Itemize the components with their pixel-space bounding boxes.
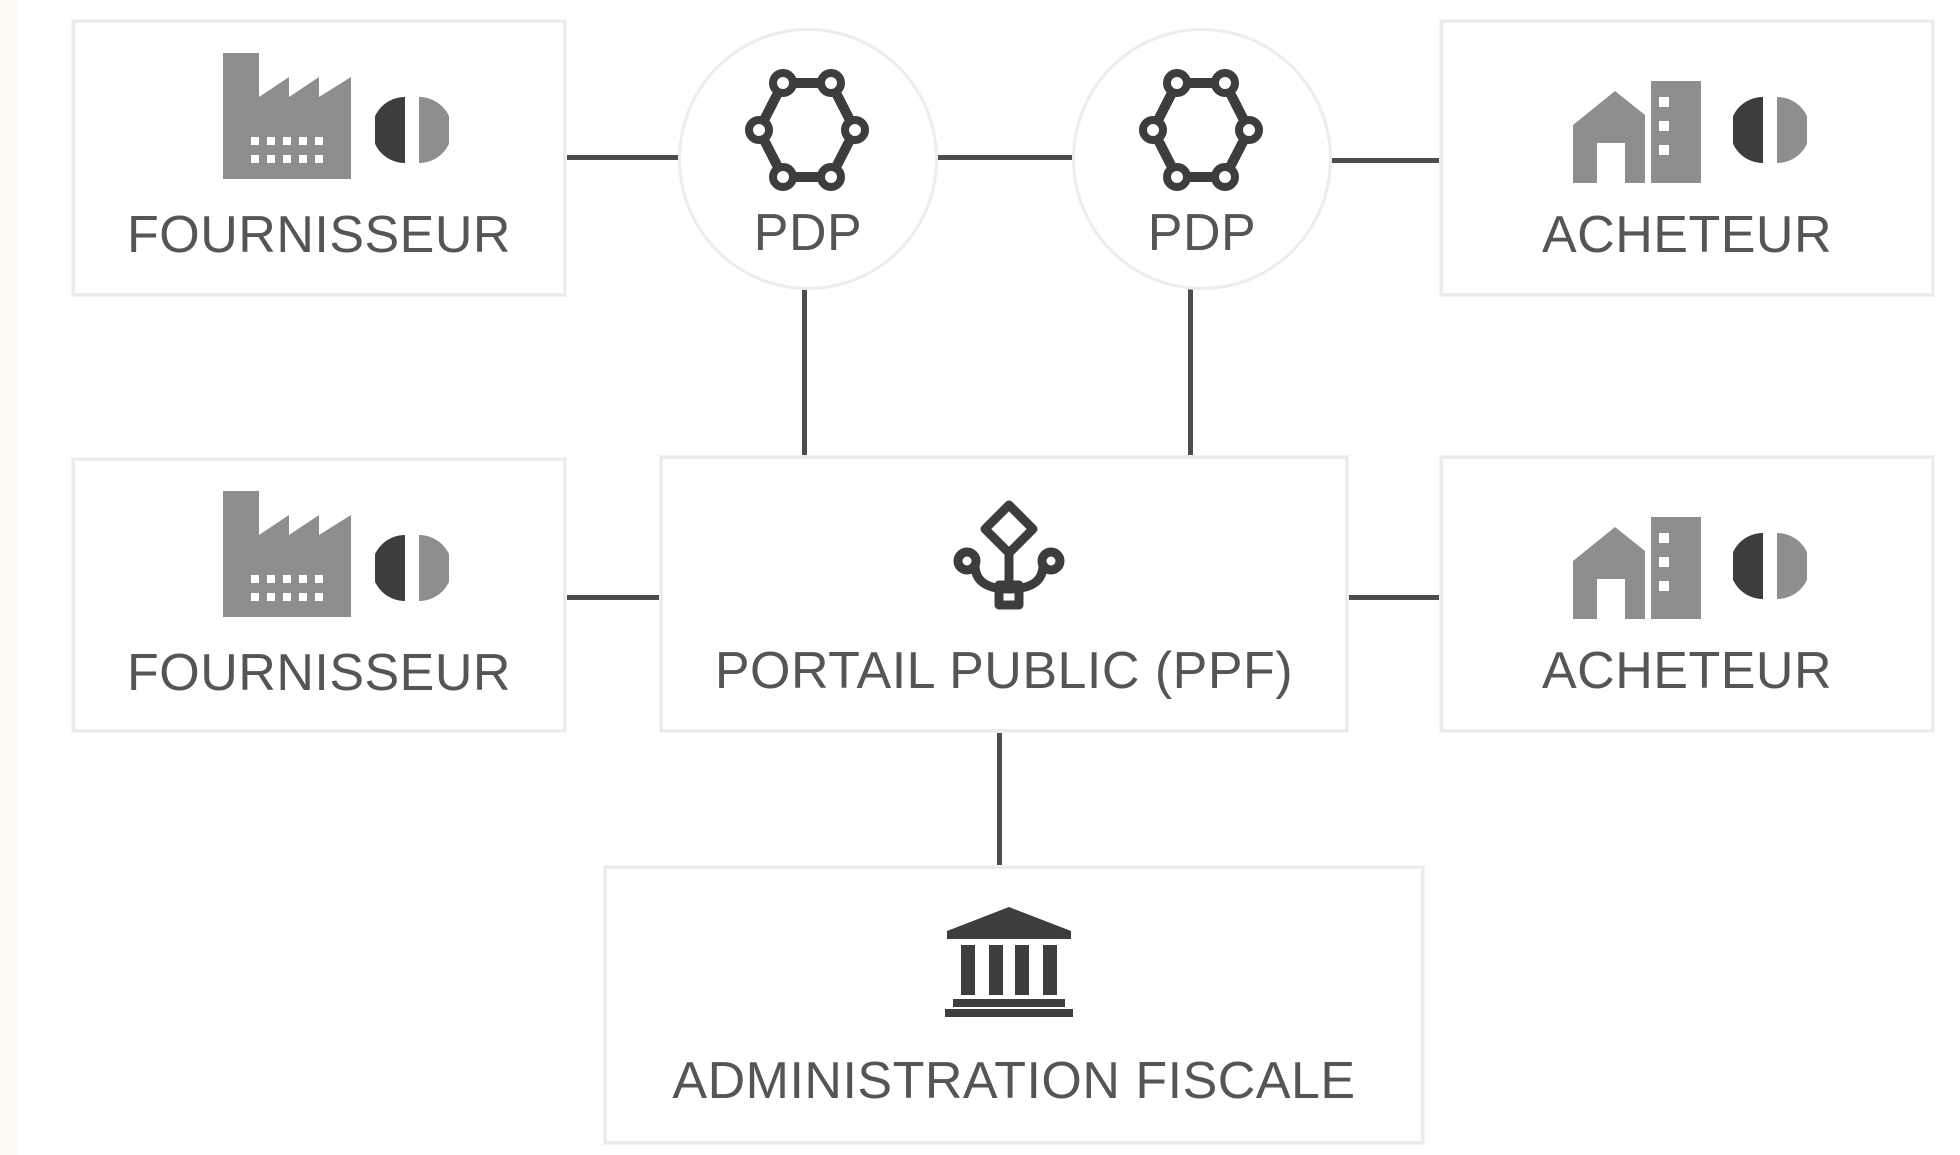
ppf-label: PORTAIL PUBLIC (PPF) — [714, 642, 1294, 700]
network-hub-icon — [745, 69, 869, 191]
pdp-node-right: PDP — [1072, 28, 1332, 290]
pdp-node-left: PDP — [678, 28, 938, 290]
connector-ppf-to-buyer-bottom — [1344, 595, 1458, 600]
buyer-node-top: ACHETEUR — [1440, 20, 1934, 296]
supplier-node-top: FOURNISSEUR — [72, 20, 566, 296]
building-icon — [1573, 81, 1701, 183]
buyer-label: ACHETEUR — [1541, 206, 1833, 264]
diagram-canvas: FOURNISSEUR PDP PDP — [18, 0, 1960, 1155]
network-hub-icon — [1139, 69, 1263, 191]
invoice-circle-icon — [1733, 533, 1807, 599]
factory-icon — [223, 53, 351, 179]
tax-admin-label: ADMINISTRATION FISCALE — [672, 1052, 1356, 1110]
connector-pdp-left-to-pdp-right — [928, 155, 1090, 160]
buyer-label: ACHETEUR — [1541, 642, 1833, 700]
tax-admin-node: ADMINISTRATION FISCALE — [604, 866, 1424, 1144]
pdp-label: PDP — [1147, 204, 1257, 262]
connector-supplier-top-to-pdp-left — [562, 155, 696, 160]
invoice-circle-icon — [375, 535, 449, 601]
pdp-label: PDP — [753, 204, 863, 262]
flow-diagram-icon — [953, 500, 1065, 610]
supplier-label: FOURNISSEUR — [127, 206, 511, 264]
bank-icon — [945, 907, 1073, 1017]
ppf-node: PORTAIL PUBLIC (PPF) — [660, 456, 1348, 732]
connector-pdp-left-to-ppf — [802, 286, 807, 458]
connector-ppf-to-tax-admin — [997, 732, 1002, 867]
buyer-node-bottom: ACHETEUR — [1440, 456, 1934, 732]
connector-pdp-right-to-ppf — [1188, 286, 1193, 458]
building-icon — [1573, 517, 1701, 619]
connector-pdp-right-to-buyer-top — [1322, 158, 1456, 163]
supplier-node-bottom: FOURNISSEUR — [72, 458, 566, 732]
invoice-circle-icon — [1733, 97, 1807, 163]
factory-icon — [223, 491, 351, 617]
supplier-label: FOURNISSEUR — [127, 644, 511, 702]
connector-supplier-bottom-to-ppf — [564, 595, 664, 600]
invoice-circle-icon — [375, 97, 449, 163]
